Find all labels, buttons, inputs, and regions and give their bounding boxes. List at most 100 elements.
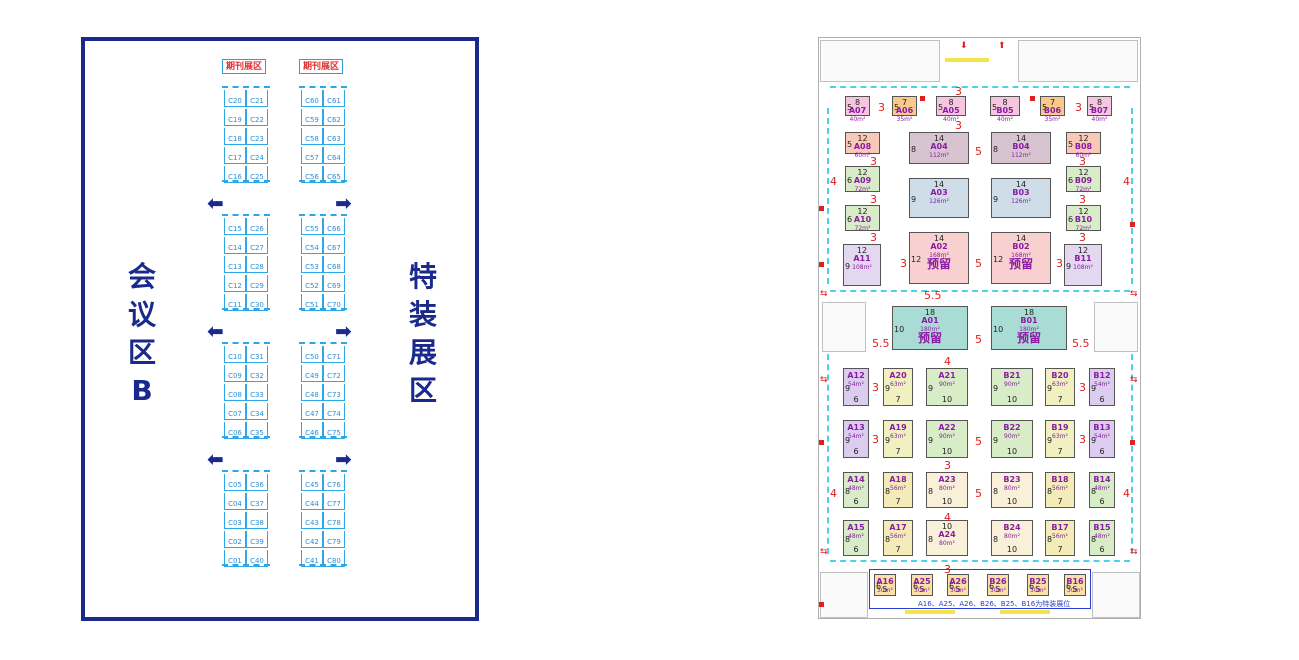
booth-cell: C69 (323, 275, 345, 292)
booth-cell: C59 (301, 109, 323, 126)
arrow-right-icon: ➡ (335, 191, 352, 215)
booth-code: C62 (327, 116, 341, 124)
booth-code: C58 (305, 135, 319, 143)
booth-code: A02 (930, 242, 948, 251)
periodical-zone-label-2: 期刊展区 (299, 59, 343, 74)
booth-code: C07 (228, 410, 242, 418)
booth-width: 8 (1002, 98, 1008, 107)
booth-code: C20 (228, 97, 242, 105)
booth-width: 10 (941, 395, 953, 404)
booth-code: A11 (853, 254, 871, 263)
aisle-width: 3 (1075, 101, 1082, 114)
booth-code: A26 (949, 577, 967, 586)
booth-depth: 8 (928, 487, 934, 496)
aisle-width: 4 (1123, 175, 1130, 188)
booth-cell: C29 (246, 275, 268, 292)
booth-cell: C72 (323, 365, 345, 382)
booth-depth: 9 (1091, 436, 1097, 445)
booth-cell: C74 (323, 403, 345, 420)
booth-width: 6 (853, 497, 859, 506)
booth-depth: 10 (993, 325, 1004, 334)
booth-code: C61 (327, 97, 341, 105)
booth-cell: C38 (246, 512, 268, 529)
booth-code: C40 (250, 557, 264, 565)
booth-area: 54m² (1094, 433, 1110, 440)
booth-code: C55 (305, 225, 319, 233)
booth-depth: 6 (847, 176, 853, 185)
booth-code: C43 (305, 519, 319, 527)
booth-code: A15 (847, 523, 865, 532)
booth-width: 12 (1078, 207, 1089, 216)
booth-width: 5 (882, 585, 888, 594)
booth-cell: C36 (246, 474, 268, 491)
aisle-width: 3 (872, 433, 879, 446)
booth-area: 168m² (929, 252, 949, 259)
booth-code: A06 (895, 106, 914, 115)
booth-cell: C34 (246, 403, 268, 420)
booth-code: C70 (327, 301, 341, 309)
aisle-width: 4 (944, 355, 951, 368)
fire-hydrant-marker (1030, 96, 1035, 101)
exit-arrow-icon: ⇆ (1130, 289, 1138, 299)
booth-cell: C45 (301, 474, 323, 491)
exit-arrow-icon: ⬆ (998, 41, 1006, 51)
booth-depth: 12 (993, 255, 1004, 264)
booth-block-edge (222, 214, 270, 216)
booth-code: C21 (250, 97, 264, 105)
booth-code: B13 (1093, 423, 1111, 432)
booth-width: 12 (857, 134, 868, 143)
booth-cell: C21 (246, 90, 268, 107)
meeting-label-char: 会 (127, 260, 156, 293)
booth-cell: C20 (224, 90, 246, 107)
booth-code: A03 (930, 188, 948, 197)
booth-cell: C13 (224, 256, 246, 273)
aisle-width: 3 (1079, 193, 1086, 206)
booth-code: C79 (327, 538, 341, 546)
booth-code: C05 (228, 481, 242, 489)
booth-depth: 6 (1068, 215, 1074, 224)
perimeter-line (827, 354, 829, 554)
aisle-width: 5.5 (924, 289, 942, 302)
booth-cell: C33 (246, 384, 268, 401)
booth-width: 10 (1006, 545, 1018, 554)
booth-width: 7 (895, 395, 901, 404)
booth-area: 112m² (1011, 152, 1031, 159)
booth-depth: 6 (949, 582, 955, 591)
booth-cell: C35 (246, 422, 268, 439)
aisle-width: 5 (975, 145, 982, 158)
booth-width: 5 (1072, 585, 1078, 594)
booth-cell: C64 (323, 147, 345, 164)
meeting-label-char: 区 (127, 336, 156, 369)
booth-area: 54m² (848, 433, 864, 440)
booth-cell: C25 (246, 166, 268, 183)
booth-code: C23 (250, 135, 264, 143)
booth-width: 12 (1078, 134, 1089, 143)
fire-hydrant-marker (819, 206, 824, 211)
booth-code: C14 (228, 244, 242, 252)
aisle-width: 4 (944, 511, 951, 524)
booth-code: C18 (228, 135, 242, 143)
booth-code: B20 (1051, 371, 1069, 380)
booth-cell: C60 (301, 90, 323, 107)
booth-area: 40m² (943, 116, 959, 123)
booth-cell: C79 (323, 531, 345, 548)
fire-hydrant-marker (920, 96, 925, 101)
